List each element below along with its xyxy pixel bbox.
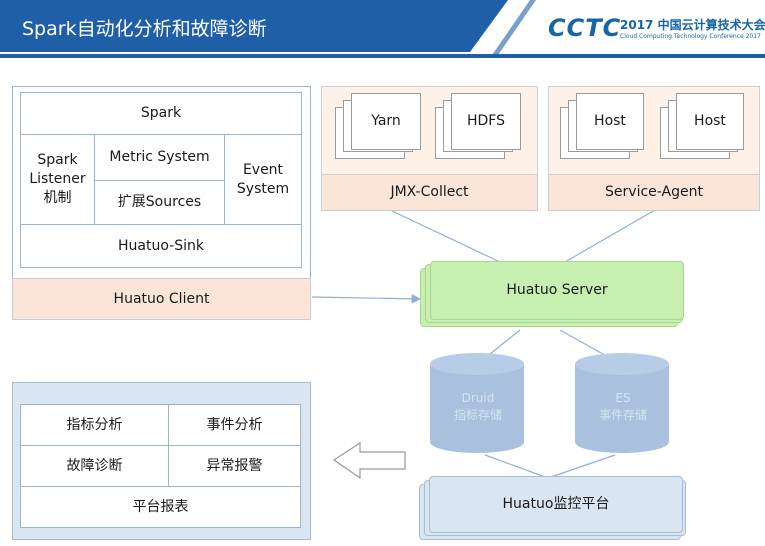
hdfs-box: HDFS [451, 93, 521, 150]
es-label: ES 事件存储 [598, 391, 647, 422]
metric-system-box: Metric System [94, 134, 225, 181]
druid-label: Druid 指标存储 [453, 391, 502, 422]
druid-cylinder [430, 353, 524, 453]
platform-report-box: 平台报表 [20, 486, 301, 528]
anomaly-alert-box: 异常报警 [168, 445, 301, 487]
conference-subtitle: Cloud Computing Technology Conference 20… [620, 33, 761, 40]
client-to-server-arrow [311, 294, 422, 304]
es-cylinder [575, 353, 669, 453]
server-to-es-line [559, 329, 611, 359]
server-to-druid-line [484, 329, 521, 359]
jmx-to-server-line [389, 209, 501, 263]
huatuo-sink-box: Huatuo-Sink [20, 224, 302, 268]
druid-to-platform-line [484, 454, 549, 479]
fault-diagnosis-box: 故障诊断 [20, 445, 169, 487]
agent-to-server-line [564, 209, 656, 263]
header-banner [0, 0, 765, 58]
metric-analysis-box: 指标分析 [20, 404, 169, 446]
header-background [0, 0, 765, 58]
huatuo-client-label: Huatuo Client [12, 278, 311, 320]
event-system-box: Event System [224, 134, 302, 225]
platform-to-analysis-arrow [332, 441, 406, 480]
es-to-platform-line [547, 454, 616, 479]
huatuo-platform-box: Huatuo监控平台 [429, 476, 683, 533]
cctc-logo: CCTC [548, 14, 622, 42]
host2-box: Host [676, 93, 744, 150]
event-analysis-box: 事件分析 [168, 404, 301, 446]
jmx-collect-label: JMX-Collect [321, 174, 538, 211]
conference-title: 2017 中国云计算技术大会 [620, 18, 765, 32]
spark-listener-box: Spark Listener 机制 [20, 134, 95, 225]
extended-sources-box: 扩展Sources [94, 180, 225, 225]
service-agent-label: Service-Agent [548, 174, 760, 211]
host1-box: Host [576, 93, 644, 150]
huatuo-server-box: Huatuo Server [430, 261, 684, 320]
slide-title: Spark自动化分析和故障诊断 [22, 18, 267, 40]
spark-box: Spark [20, 92, 302, 135]
yarn-box: Yarn [351, 93, 421, 150]
